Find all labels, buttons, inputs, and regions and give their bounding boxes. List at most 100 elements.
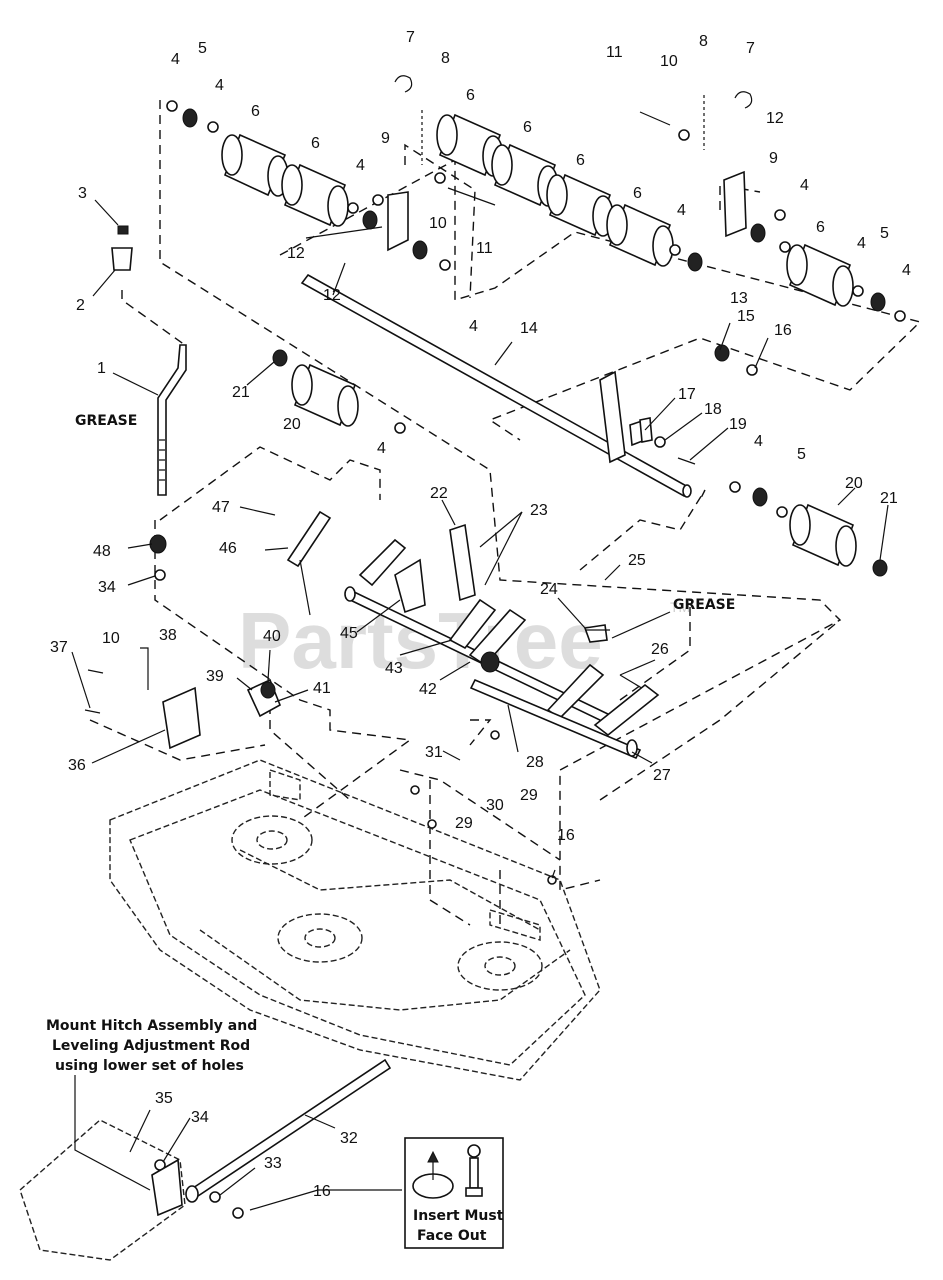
part-label: 38 [159, 627, 177, 644]
part-label: 4 [902, 262, 911, 279]
insert-note-line: Insert Must [413, 1208, 504, 1224]
part-label: 8 [699, 33, 708, 50]
part-label: 5 [880, 225, 889, 242]
part-label: 40 [263, 628, 281, 645]
lift-linkage-assembly [149, 417, 660, 760]
part-label: 12 [287, 245, 305, 262]
part-label: 4 [800, 177, 809, 194]
part-label: 6 [633, 185, 642, 202]
part-label: 27 [653, 767, 671, 784]
part-label: 6 [311, 135, 320, 152]
mount-note-line: Mount Hitch Assembly and [46, 1018, 257, 1034]
roller-20-b [789, 503, 857, 567]
roller-6-g [786, 243, 854, 307]
mount-note-line: using lower set of holes [55, 1058, 244, 1074]
part-label: 6 [466, 87, 475, 104]
part-label: 20 [845, 475, 863, 492]
part-label: 45 [340, 625, 358, 642]
part-label: 16 [774, 322, 792, 339]
part-label: 15 [737, 308, 755, 325]
insert-detail-box [404, 1137, 504, 1249]
part-label: 16 [313, 1183, 331, 1200]
brackets-12 [387, 170, 747, 252]
part-label: 42 [419, 681, 437, 698]
watermark-tm: TM [670, 599, 690, 615]
part-label: 25 [628, 552, 646, 569]
part-label: 6 [816, 219, 825, 236]
roller-6-f [606, 203, 674, 267]
part-label: 3 [78, 185, 87, 202]
part-label: 24 [540, 581, 558, 598]
front-hanger-bracket [140, 647, 282, 750]
part-label: 43 [385, 660, 403, 677]
part-label: 48 [93, 543, 111, 560]
part-label: 4 [215, 77, 224, 94]
part-label: 10 [429, 215, 447, 232]
part-label: 12 [766, 110, 784, 127]
assembly-boundary-lines [89, 100, 922, 930]
mount-note-line: Leveling Adjustment Rod [52, 1038, 250, 1054]
part-label: 6 [523, 119, 532, 136]
text-callouts: GREASE GREASE Mount Hitch Assembly and L… [46, 413, 735, 1244]
roller-6-b [281, 163, 349, 227]
part-label: 30 [486, 797, 504, 814]
part-label: 13 [730, 290, 748, 307]
part-label: 32 [340, 1130, 358, 1147]
roller-6-e [546, 173, 614, 237]
part-label: 23 [530, 502, 548, 519]
mower-deck [109, 759, 601, 1081]
roller-shaft [300, 273, 692, 498]
part-label: 12 [323, 287, 341, 304]
part-label: 14 [520, 320, 538, 337]
part-label: 22 [430, 485, 448, 502]
part-label: 47 [212, 499, 230, 516]
part-label: 4 [377, 440, 386, 457]
part-label: 8 [441, 50, 450, 67]
rollers [221, 113, 857, 567]
part-label: 9 [769, 150, 778, 167]
watermark: PartsTree [238, 596, 603, 685]
grease-note: GREASE [75, 413, 137, 429]
part-label: 10 [660, 53, 678, 70]
part-label: 7 [406, 29, 415, 46]
part-label: 36 [68, 757, 86, 774]
part-label: 33 [264, 1155, 282, 1172]
part-label: 29 [520, 787, 538, 804]
part-label: 17 [678, 386, 696, 403]
part-label: 31 [425, 744, 443, 761]
part-label: 39 [206, 668, 224, 685]
part-label: 4 [677, 202, 686, 219]
part-label: 21 [880, 490, 898, 507]
leveling-rod-and-hitch [19, 1058, 392, 1261]
part-label: 34 [98, 579, 116, 596]
part-label: 5 [198, 40, 207, 57]
leader-lines [71, 199, 889, 1211]
part-label: 2 [76, 297, 85, 314]
part-label: 46 [219, 540, 237, 557]
grease-note: GREASE [673, 597, 735, 613]
part-label: 11 [476, 240, 493, 257]
part-label: 4 [171, 51, 180, 68]
part-label: 6 [576, 152, 585, 169]
part-label: 11 [606, 44, 623, 61]
part-label: 6 [251, 103, 260, 120]
part-label: 29 [455, 815, 473, 832]
part-label: 9 [381, 130, 390, 147]
part-label: 19 [729, 416, 747, 433]
part-label: 26 [651, 641, 669, 658]
part-label: 5 [797, 446, 806, 463]
part-label: 4 [469, 318, 478, 335]
part-label: 4 [857, 235, 866, 252]
part-label: 16 [557, 827, 575, 844]
part-label: 20 [283, 416, 301, 433]
hardware [111, 75, 906, 1219]
deck-lift-handle [157, 344, 187, 496]
part-label: 18 [704, 401, 722, 418]
part-label: 41 [313, 680, 331, 697]
part-label: 4 [754, 433, 763, 450]
roller-6-a [221, 133, 289, 197]
part-label: 34 [191, 1109, 209, 1126]
part-label: 1 [97, 360, 106, 377]
bolts [84, 111, 696, 714]
